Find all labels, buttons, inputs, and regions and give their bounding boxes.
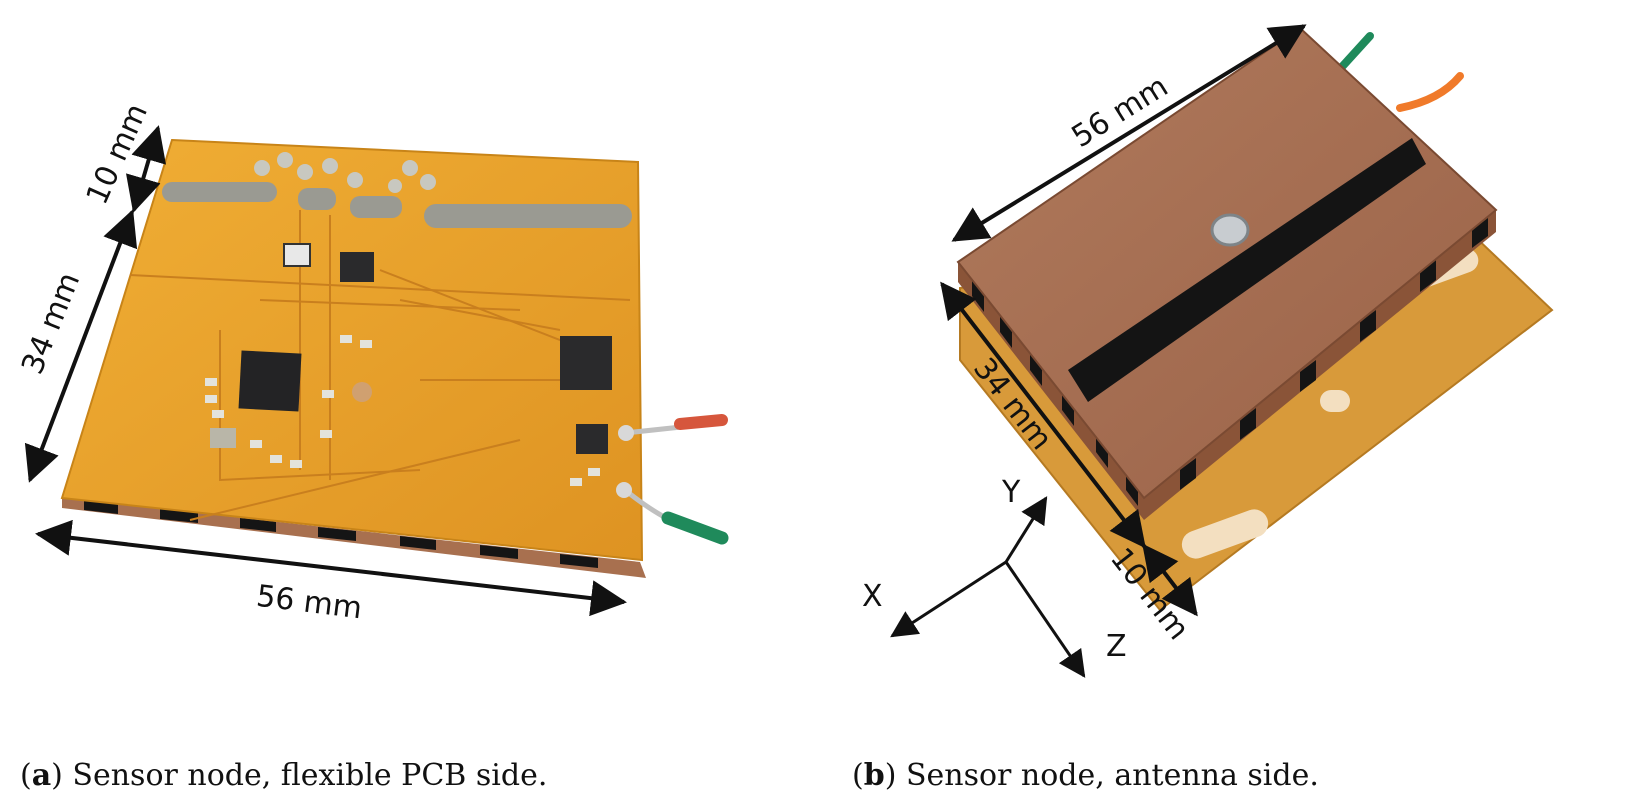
xyz-axes	[890, 496, 1086, 678]
passive-components	[205, 335, 600, 486]
caption-b-text: Sensor node, antenna side.	[905, 758, 1319, 793]
antenna-front-edge	[1144, 210, 1496, 520]
dim-arrow-10mm	[125, 125, 167, 213]
solder-pads	[254, 152, 436, 193]
black-tape-strip	[1068, 138, 1426, 402]
panel-b-photo: 56 mm 34 mm 10 mm X Y Z	[862, 24, 1554, 678]
dim-label-56mm: 56 mm	[254, 579, 364, 627]
wires	[616, 414, 729, 545]
caption-a: (a) Sensor node, flexible PCB side.	[20, 758, 548, 793]
caption-b-letter: b	[863, 758, 885, 793]
caption-b: (b) Sensor node, antenna side.	[852, 758, 1319, 793]
caption-a-letter: a	[31, 758, 52, 793]
axis-label-z: Z	[1106, 629, 1127, 664]
dim-arrow-10mm	[1142, 543, 1198, 617]
dim-arrow-34mm	[24, 209, 138, 483]
chips	[210, 243, 612, 454]
panel-a-photo: 10 mm 34 mm 56 mm	[15, 99, 729, 627]
dim-arrow-56mm	[951, 24, 1307, 242]
dim-label-10mm: 10 mm	[80, 99, 155, 210]
dim-arrow-34mm	[940, 281, 1146, 549]
antenna-strips	[162, 182, 632, 228]
axis-label-x: X	[862, 579, 883, 614]
axis-label-y: Y	[1001, 475, 1021, 510]
caption-a-text: Sensor node, flexible PCB side.	[72, 758, 548, 793]
dim-arrow-56mm	[35, 519, 627, 617]
solder-point	[1210, 213, 1250, 247]
